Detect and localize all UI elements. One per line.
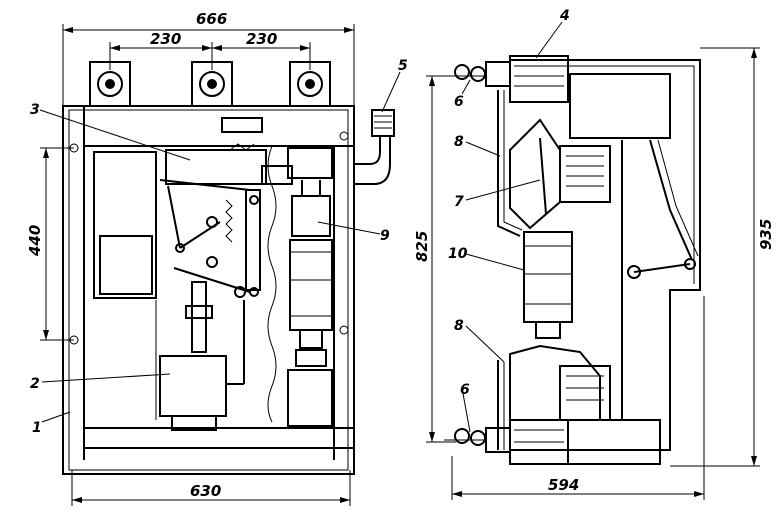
dim-825 bbox=[426, 75, 456, 443]
dim-594 bbox=[451, 296, 705, 500]
top-contact-housing bbox=[509, 55, 569, 103]
upper-pole bbox=[509, 118, 611, 230]
dim-935-text: 935 bbox=[757, 219, 775, 250]
control-cabinet bbox=[93, 151, 157, 299]
callout-3: 3 bbox=[30, 102, 40, 118]
callout-8-top: 8 bbox=[454, 134, 464, 150]
callout-6-bottom: 6 bbox=[460, 382, 470, 398]
callout-6-top: 6 bbox=[454, 94, 464, 110]
dim-594-text: 594 bbox=[548, 476, 579, 494]
dim-935 bbox=[670, 47, 760, 467]
dim-630-text: 630 bbox=[190, 482, 221, 500]
dim-666-text: 666 bbox=[196, 10, 227, 28]
insulating-rod-top bbox=[497, 90, 521, 237]
front-base bbox=[83, 427, 355, 449]
vacuum-chamber bbox=[523, 231, 573, 339]
callout-2: 2 bbox=[30, 376, 40, 392]
callout-10: 10 bbox=[448, 246, 468, 262]
dim-825-text: 825 bbox=[413, 231, 431, 262]
dim-440-text: 440 bbox=[26, 225, 44, 257]
top-terminal bbox=[444, 61, 511, 87]
break-line bbox=[267, 145, 277, 423]
dim-440 bbox=[40, 147, 74, 341]
drive-actuator bbox=[155, 281, 245, 431]
dim-630 bbox=[71, 470, 351, 506]
front-side-conductor bbox=[354, 109, 395, 185]
interrupter-pole bbox=[261, 147, 333, 427]
callout-1: 1 bbox=[32, 420, 42, 436]
callout-5: 5 bbox=[398, 58, 408, 74]
dim-230-right-text: 230 bbox=[246, 30, 277, 48]
bottom-terminal bbox=[444, 427, 511, 453]
front-top-beam bbox=[83, 105, 355, 147]
dim-230-left-text: 230 bbox=[150, 30, 181, 48]
front-view: 666 230 230 440 bbox=[26, 10, 395, 506]
dim-666 bbox=[62, 24, 355, 106]
front-top-terminals bbox=[89, 61, 331, 107]
side-drive-linkage bbox=[621, 139, 699, 420]
callout-8-bottom: 8 bbox=[454, 318, 464, 334]
callout-leaders bbox=[39, 21, 563, 433]
callout-4: 4 bbox=[559, 8, 570, 24]
front-frame bbox=[62, 105, 355, 475]
lower-pole bbox=[509, 344, 611, 465]
operating-mechanism bbox=[159, 143, 267, 298]
side-view: 825 935 594 bbox=[413, 47, 775, 500]
callout-9: 9 bbox=[380, 228, 390, 244]
dim-230 bbox=[109, 42, 311, 70]
side-frame bbox=[510, 59, 701, 451]
callout-7: 7 bbox=[454, 194, 464, 210]
